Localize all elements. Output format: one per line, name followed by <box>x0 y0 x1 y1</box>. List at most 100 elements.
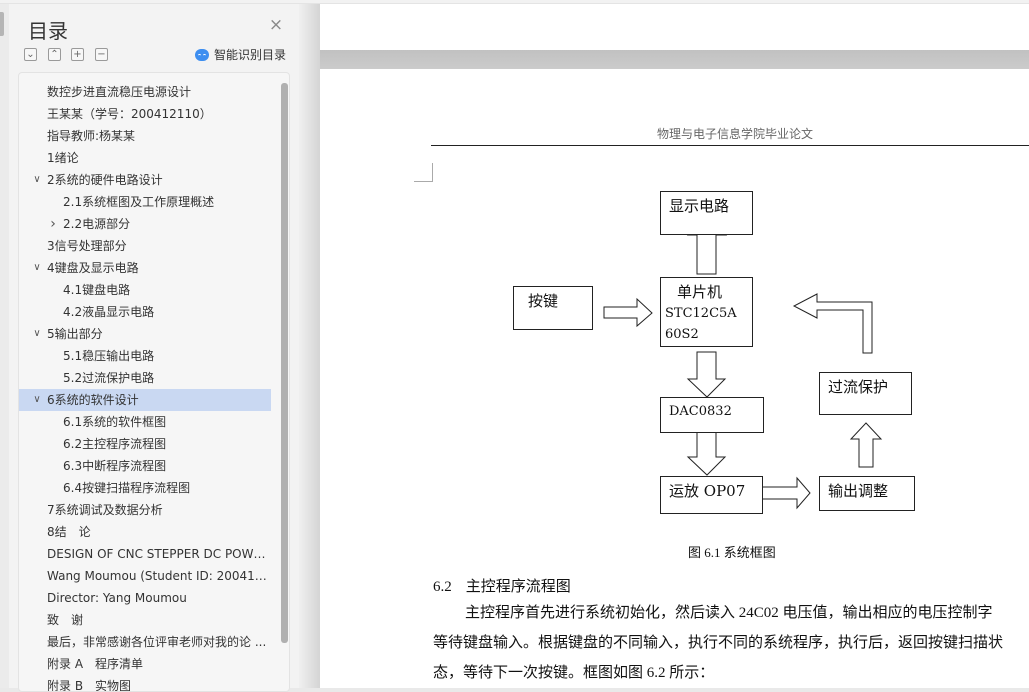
minus-icon: − <box>97 49 106 60</box>
block-overcurrent-protection: 过流保护 <box>819 372 912 415</box>
section-heading: 6.2 主控程序流程图 <box>433 575 571 596</box>
margin-corner-mark <box>414 163 433 182</box>
toc-item[interactable]: 4.2液晶显示电路 <box>19 301 271 323</box>
toc-item-label: 6系统的软件设计 <box>47 393 139 407</box>
page-gap <box>320 50 1029 69</box>
chevron-down-icon: ⌄ <box>26 49 35 60</box>
toc-item[interactable]: › 2.2电源部分 <box>19 213 271 235</box>
toc-item[interactable]: 2.1系统框图及工作原理概述 <box>19 191 271 213</box>
toc-item-label: 指导教师:杨某某 <box>47 129 136 143</box>
toc-item-label: 2系统的硬件电路设计 <box>47 173 163 187</box>
toc-item[interactable]: 6.4按键扫描程序流程图 <box>19 477 271 499</box>
toc-item[interactable]: 王某某（学号：200412110） <box>19 103 271 125</box>
block-label: 过流保护 <box>828 378 889 396</box>
window-top-strip <box>0 0 1029 4</box>
toc-item-label: 5.2过流保护电路 <box>63 371 155 385</box>
smart-recognize-label: 智能识别目录 <box>214 48 287 62</box>
paragraph-line: 态，等待下一次按键。框图如图 6.2 所示： <box>433 665 715 681</box>
toc-item[interactable]: 6.1系统的软件框图 <box>19 411 271 433</box>
toc-item[interactable]: 1绪论 <box>19 147 271 169</box>
toc-item-label: Director: Yang Moumou <box>47 591 187 605</box>
toc-item[interactable]: ∨ 5输出部分 <box>19 323 271 345</box>
chevron-down-icon[interactable]: ∨ <box>33 394 41 405</box>
toc-item-label: 5输出部分 <box>47 327 103 341</box>
body-paragraph: 主控程序首先进行系统初始化，然后读入 24C02 电压值，输出相应的电压控制字 … <box>433 598 1029 688</box>
toc-item-label: 王某某（学号：200412110） <box>47 107 212 121</box>
toc-list-container: 数控步进直流稳压电源设计王某某（学号：200412110） 指导教师:杨某某 1绪论… <box>18 72 290 692</box>
chevron-up-icon: ⌃ <box>50 49 59 60</box>
chevron-right-icon[interactable]: › <box>50 216 56 232</box>
toc-item-label: 7系统调试及数据分析 <box>47 503 163 517</box>
arrow-overcurrent-to-mcu <box>792 293 873 354</box>
toc-item-label: 6.2主控程序流程图 <box>63 437 167 451</box>
toc-item[interactable]: 数控步进直流稳压电源设计 <box>19 81 271 103</box>
toc-item[interactable]: ∨ 2系统的硬件电路设计 <box>19 169 271 191</box>
chevron-down-icon[interactable]: ∨ <box>33 174 41 185</box>
add-entry-button[interactable]: + <box>71 48 84 61</box>
toc-item-label: 致 谢 <box>47 613 84 627</box>
panel-grip[interactable] <box>0 12 4 36</box>
toc-item-label: 4键盘及显示电路 <box>47 261 139 275</box>
toc-item-label: 4.1键盘电路 <box>63 283 131 297</box>
toc-item-label: 8结 论 <box>47 525 91 539</box>
toc-item[interactable]: 附录 B 实物图 <box>19 675 271 691</box>
block-keys: 按键 <box>513 286 593 330</box>
block-label: DAC0832 <box>669 404 732 419</box>
document-page: 物理与电子信息学院毕业论文 显示电路 按键 <box>320 69 1029 688</box>
toc-item[interactable]: 致 谢 <box>19 609 271 631</box>
toc-item[interactable]: 5.1稳压输出电路 <box>19 345 271 367</box>
figure-caption: 图 6.1 系统框图 <box>688 545 776 560</box>
block-label: 运放 OP07 <box>669 482 746 500</box>
toc-item-label: 数控步进直流稳压电源设计 <box>47 85 192 99</box>
toc-item[interactable]: ∨ 6系统的软件设计 <box>19 389 271 411</box>
previous-page <box>320 4 1029 50</box>
section-number: 6.2 <box>433 579 452 595</box>
expand-all-button[interactable]: ⌃ <box>48 48 61 61</box>
toc-item[interactable]: 3信号处理部分 <box>19 235 271 257</box>
toc-item[interactable]: 最后，非常感谢各位评审老师对我的论 ... <box>19 631 271 653</box>
toc-list: 数控步进直流稳压电源设计王某某（学号：200412110） 指导教师:杨某某 1绪论… <box>19 81 271 691</box>
block-dac: DAC0832 <box>660 397 764 433</box>
arrow-output-to-overcurrent <box>849 422 883 468</box>
panel-splitter[interactable] <box>299 4 320 688</box>
toc-item-label: 6.1系统的软件框图 <box>63 415 167 429</box>
block-label: 单片机 <box>677 283 723 301</box>
toc-item[interactable]: ∨ 4键盘及显示电路 <box>19 257 271 279</box>
toc-item[interactable]: 指导教师:杨某某 <box>19 125 271 147</box>
arrow-mcu-to-dac <box>686 351 727 398</box>
toc-item-label: 6.3中断程序流程图 <box>63 459 167 473</box>
toc-item[interactable]: 8结 论 <box>19 521 271 543</box>
section-title: 主控程序流程图 <box>465 579 571 595</box>
remove-entry-button[interactable]: − <box>95 48 108 61</box>
block-label: STC12C5A <box>665 306 737 321</box>
toc-item[interactable]: Director: Yang Moumou <box>19 587 271 609</box>
toc-item-label: 4.2液晶显示电路 <box>63 305 155 319</box>
plus-icon: + <box>73 49 82 60</box>
toc-item[interactable]: 5.2过流保护电路 <box>19 367 271 389</box>
smart-recognize-toc-button[interactable]: 智能识别目录 <box>195 46 286 63</box>
chevron-down-icon[interactable]: ∨ <box>33 262 41 273</box>
arrow-opamp-to-output <box>761 476 811 510</box>
block-display-circuit: 显示电路 <box>660 191 753 235</box>
page-header: 物理与电子信息学院毕业论文 <box>657 127 814 141</box>
toc-item-label: 2.1系统框图及工作原理概述 <box>63 195 215 209</box>
toc-item-label: DESIGN OF CNC STEPPER DC POW ... <box>47 547 269 561</box>
toc-item[interactable]: 附录 A 程序清单 <box>19 653 271 675</box>
toc-item-label: 1绪论 <box>47 151 79 165</box>
chevron-down-icon[interactable]: ∨ <box>33 328 41 339</box>
toc-item[interactable]: 6.3中断程序流程图 <box>19 455 271 477</box>
toc-item[interactable]: Wang Moumou (Student ID: 20041 ... <box>19 565 271 587</box>
block-opamp: 运放 OP07 <box>660 476 763 514</box>
toc-scrollbar[interactable] <box>281 83 288 643</box>
toc-item-label: 3信号处理部分 <box>47 239 127 253</box>
block-label: 60S2 <box>665 327 699 342</box>
toc-item-label: 2.2电源部分 <box>63 217 131 231</box>
toc-item[interactable]: 4.1键盘电路 <box>19 279 271 301</box>
toc-item[interactable]: DESIGN OF CNC STEPPER DC POW ... <box>19 543 271 565</box>
close-icon[interactable]: × <box>268 15 284 35</box>
toc-item[interactable]: 7系统调试及数据分析 <box>19 499 271 521</box>
toc-item[interactable]: 6.2主控程序流程图 <box>19 433 271 455</box>
collapse-all-button[interactable]: ⌄ <box>24 48 37 61</box>
system-block-diagram <box>603 214 883 510</box>
toc-item-label: 附录 A 程序清单 <box>47 657 144 671</box>
